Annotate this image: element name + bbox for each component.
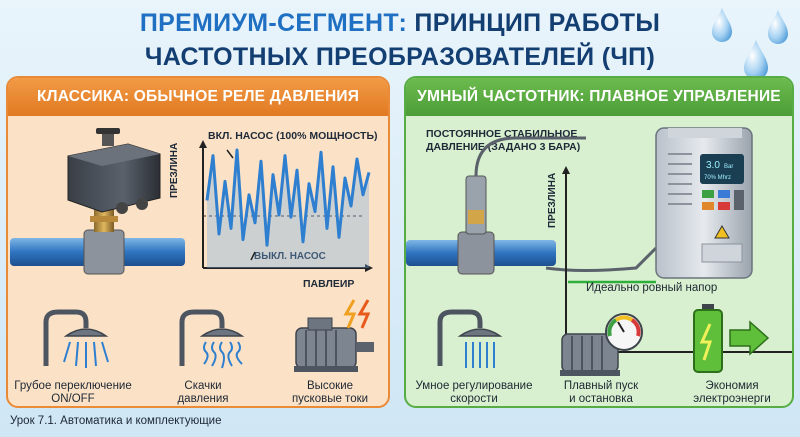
title-line2: ЧАСТОТНЫХ ПРЕОБРАЗОВАТЕЛЕЙ (ЧП) <box>144 43 656 71</box>
energy-saving-caption: Экономия электроэнерги <box>693 380 771 405</box>
vfd-display-speed: 70% Mhrz <box>704 175 731 181</box>
title-accent: ПРЕМИУМ-СЕГМЕНТ: <box>139 9 408 37</box>
vfd-display <box>700 154 744 184</box>
shower-icon <box>43 309 109 368</box>
relay-pressure-chart <box>199 140 373 272</box>
vfd-display-value: 3.0 <box>706 160 720 171</box>
smart-regulation-caption: Умное регулирование скорости <box>415 380 533 405</box>
high-currents-caption: Высокие пусковые токи <box>291 380 369 405</box>
title-line1-rest: ПРИНЦИП РАБОТЫ <box>407 9 661 37</box>
coarse-switching-caption: Грубое переключение ON/OFF <box>14 380 132 405</box>
pump-on-annotation: ВКЛ. НАСОС (100% МОЩНОСТЬ) <box>208 130 378 142</box>
water-drops-icon <box>712 8 788 80</box>
classic-relay-panel: КЛАССИКА: ОБЫЧНОЕ РЕЛЕ ДАВЛЕНИЯ ВКЛ. НАС… <box>6 76 390 408</box>
pump-off-annotation: ВЫКЛ. НАСОС <box>254 250 326 263</box>
motor-icon <box>294 299 374 372</box>
relay-pressure-line <box>205 148 371 247</box>
battery-icon <box>693 304 770 373</box>
smart-vfd-panel: УМНЫЙ ЧАСТОТНИК: ПЛАВНОЕ УПРАВЛЕНИЕ ПОСТ… <box>404 76 794 408</box>
ideal-flow-caption: Идеально ровный напор <box>586 282 718 294</box>
motor-gauge-icon <box>560 313 643 376</box>
pressure-spikes-caption: Скачки давления <box>177 380 229 405</box>
relay-x-axis-label: ПАВЛЕИР <box>303 278 355 290</box>
shower-icon <box>179 309 245 369</box>
vfd-display-unit: Bar <box>724 164 733 170</box>
pressure-switch-icon <box>10 128 185 275</box>
smart-panel-header: УМНЫЙ ЧАСТОТНИК: ПЛАВНОЕ УПРАВЛЕНИЕ <box>406 78 792 116</box>
page-title: ПРЕМИУМ-СЕГМЕНТ: ПРИНЦИП РАБОТЫ ЧАСТОТНЫ… <box>0 6 800 74</box>
soft-start-caption: Плавный пуск и остановка <box>563 380 639 405</box>
shower-icon <box>437 309 503 368</box>
relay-y-axis-label: ПРЕЗЛИНА <box>169 142 180 198</box>
relay-wave-area <box>207 150 369 268</box>
vfd-system-illustration: 3.0 Bar 70% Mhrz <box>406 127 753 279</box>
classic-panel-header: КЛАССИКА: ОБЫЧНОЕ РЕЛЕ ДАВЛЕНИЯ <box>8 78 388 116</box>
lesson-footer: Урок 7.1. Автоматика и комплектующие <box>10 415 222 427</box>
